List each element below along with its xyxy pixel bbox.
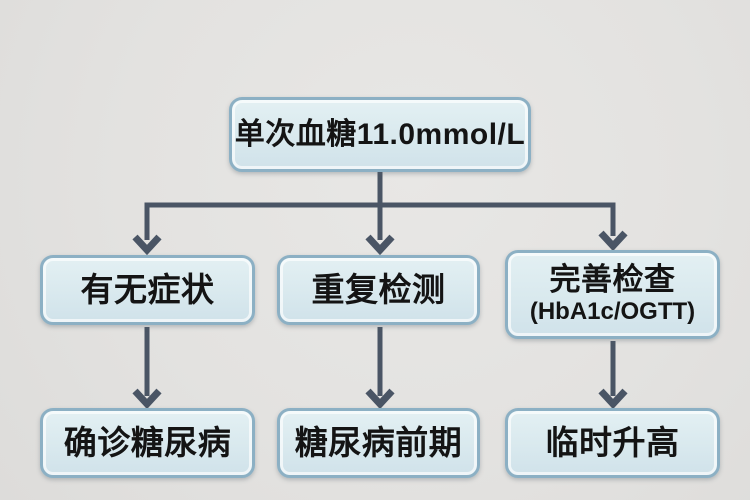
node-branch-further-tests-label: 完善检查	[549, 262, 676, 298]
node-leaf-prediabetes-label: 糖尿病前期	[294, 423, 463, 461]
arrowhead-center	[365, 234, 395, 256]
node-leaf-temporary-elevation: 临时升高	[505, 408, 720, 478]
arrowhead-leaf2	[365, 388, 395, 410]
node-root-label: 单次血糖11.0mmol/L	[234, 118, 526, 151]
node-leaf-temporary-elevation-label: 临时升高	[545, 423, 680, 461]
node-leaf-prediabetes: 糖尿病前期	[277, 408, 480, 478]
node-branch-symptoms-label: 有无症状	[80, 270, 215, 308]
arrowhead-right	[598, 230, 628, 252]
arrowhead-leaf3	[598, 388, 628, 410]
node-leaf-confirmed-diabetes-label: 确诊糖尿病	[63, 423, 232, 461]
node-branch-further-tests-sublabel: (HbA1c/OGTT)	[529, 298, 696, 326]
arrowhead-leaf1	[132, 388, 162, 410]
node-branch-further-tests: 完善检查 (HbA1c/OGTT)	[505, 250, 720, 339]
node-root: 单次血糖11.0mmol/L	[229, 97, 531, 172]
node-leaf-confirmed-diabetes: 确诊糖尿病	[40, 408, 255, 478]
node-branch-repeat-test: 重复检测	[277, 255, 480, 325]
node-branch-symptoms: 有无症状	[40, 255, 255, 325]
node-branch-repeat-test-label: 重复检测	[311, 270, 446, 308]
arrowhead-left	[132, 234, 162, 256]
